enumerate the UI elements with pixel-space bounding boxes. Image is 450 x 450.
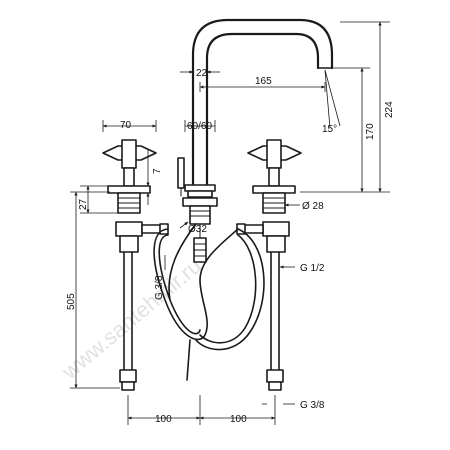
dim-165: 165 [255, 76, 272, 87]
dim-505: 505 [66, 293, 77, 310]
dim-70: 70 [120, 120, 132, 131]
dim-27: 27 [78, 198, 89, 210]
dim-diameter-32: Ø32 [188, 224, 207, 235]
dim-7: 7 [152, 168, 163, 174]
left-cross-handle [102, 139, 157, 214]
dim-60-60: 60/60 [187, 121, 212, 132]
dim-22: 22 [196, 68, 208, 79]
spout [184, 18, 334, 198]
right-valve-assembly [236, 221, 290, 391]
dim-100-right: 100 [230, 414, 247, 425]
right-cross-handle [247, 139, 302, 214]
dim-15-degree: 15° [322, 124, 337, 135]
thread-g-3-8-bottom: G 3/8 [300, 400, 325, 411]
pop-up-lever [177, 157, 185, 197]
dim-diameter-28: Ø 28 [302, 201, 324, 212]
connecting-hoses [153, 223, 265, 381]
dimension-lines [70, 21, 390, 425]
thread-g-1-2: G 1/2 [300, 263, 325, 274]
dim-170: 170 [365, 123, 376, 140]
dim-100-left: 100 [155, 414, 172, 425]
dim-224: 224 [384, 101, 395, 118]
thread-g-3-8-left: G 3/8 [154, 275, 165, 300]
spout-base-body [182, 197, 218, 225]
